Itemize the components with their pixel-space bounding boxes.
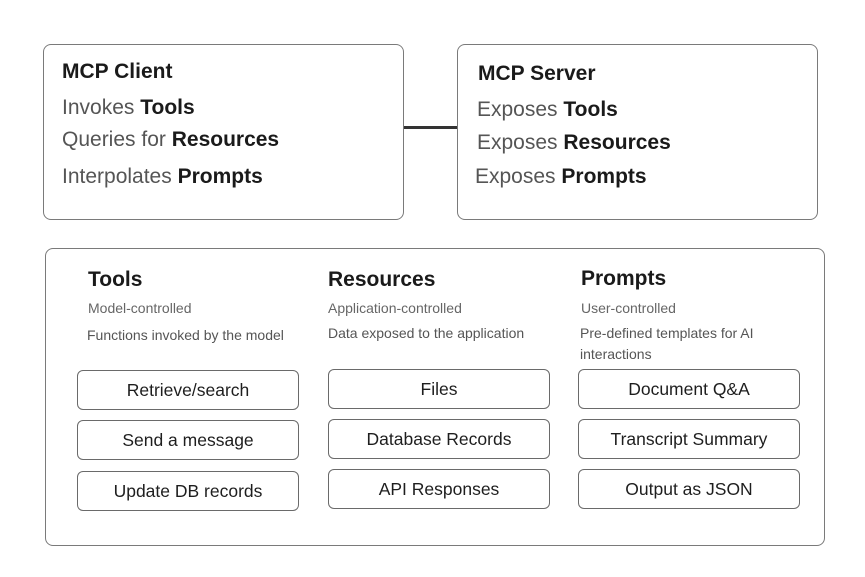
client-line-tools: Invokes Tools [62,96,195,120]
server-line-prompts: Exposes Prompts [475,165,647,189]
server-line-bold: Tools [563,98,618,121]
client-line-resources: Queries for Resources [62,128,279,152]
client-line-prefix: Queries for [62,128,166,151]
client-line-bold: Tools [140,96,195,119]
tools-item-send-message: Send a message [77,420,299,460]
resources-column-description: Data exposed to the application [328,325,525,341]
tools-column-description: Functions invoked by the model [87,327,284,343]
prompts-column-title: Prompts [581,267,667,290]
server-line-prefix: Exposes [475,165,556,188]
resources-column-subtitle: Application-controlled [328,300,462,316]
resources-item-files: Files [328,369,550,409]
tools-column-subtitle: Model-controlled [88,300,192,316]
prompts-column-description: Pre-defined templates for AI interaction… [580,325,754,362]
client-line-prompts: Interpolates Prompts [62,165,263,189]
client-line-bold: Prompts [177,165,263,188]
client-line-prefix: Invokes [62,96,135,119]
mcp-client-box [43,44,404,220]
mcp-client-title: MCP Client [62,60,173,83]
client-server-connector [404,126,458,129]
tools-column-title: Tools [88,268,143,291]
server-line-resources: Exposes Resources [477,131,671,155]
resources-column-title: Resources [328,268,436,291]
server-line-bold: Prompts [561,165,647,188]
prompts-item-output-as-json: Output as JSON [578,469,800,509]
client-line-prefix: Interpolates [62,165,172,188]
resources-item-api-responses: API Responses [328,469,550,509]
client-line-bold: Resources [171,128,280,151]
server-line-prefix: Exposes [477,131,558,154]
mcp-server-title: MCP Server [478,62,596,85]
server-line-bold: Resources [563,131,671,154]
prompts-item-document-qa: Document Q&A [578,369,800,409]
tools-item-retrieve-search: Retrieve/search [77,370,299,410]
resources-item-database-records: Database Records [328,419,550,459]
server-line-tools: Exposes Tools [477,98,618,122]
server-line-prefix: Exposes [477,98,558,121]
prompts-column-subtitle: User-controlled [581,300,676,316]
prompts-item-transcript-summary: Transcript Summary [578,419,800,459]
tools-item-update-db-records: Update DB records [77,471,299,511]
mcp-server-box [457,44,818,220]
